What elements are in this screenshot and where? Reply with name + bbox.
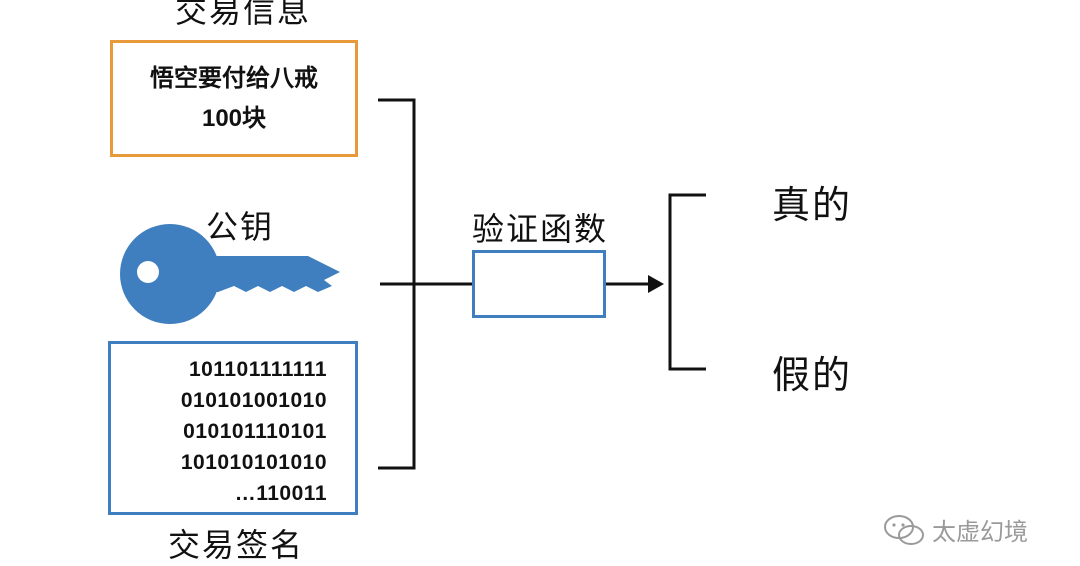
arrow-head (648, 275, 664, 293)
key-icon (120, 224, 340, 324)
transaction-info-line-2: 100块 (201, 104, 267, 132)
connector-lines (378, 98, 706, 470)
result-true: 真的 (772, 183, 853, 227)
output-bracket (668, 193, 706, 371)
signature-box: 101101111111 010101001010 010101110101 1… (108, 341, 358, 515)
public-key-title: 公钥 (206, 208, 275, 246)
transaction-info-line-1: 悟空要付给八戒 (150, 64, 318, 92)
watermark-text: 太虚幻境 (932, 518, 1028, 546)
verify-function-box (472, 250, 606, 318)
transaction-info-title: 交易信息 (175, 0, 312, 30)
watermark: 太虚幻境 (882, 512, 1028, 547)
transaction-info-box: 悟空要付给八戒 100块 (110, 40, 358, 157)
signature-line-5: …110011 (234, 482, 327, 505)
wechat-icon (884, 514, 924, 545)
signature-line-2: 010101001010 (180, 389, 327, 412)
verify-function-title: 验证函数 (472, 210, 609, 248)
signature-line-3: 010101110101 (183, 420, 327, 443)
result-false: 假的 (772, 353, 853, 397)
signature-line-1: 101101111111 (188, 358, 327, 381)
signature-line-4: 101010101010 (180, 451, 327, 474)
